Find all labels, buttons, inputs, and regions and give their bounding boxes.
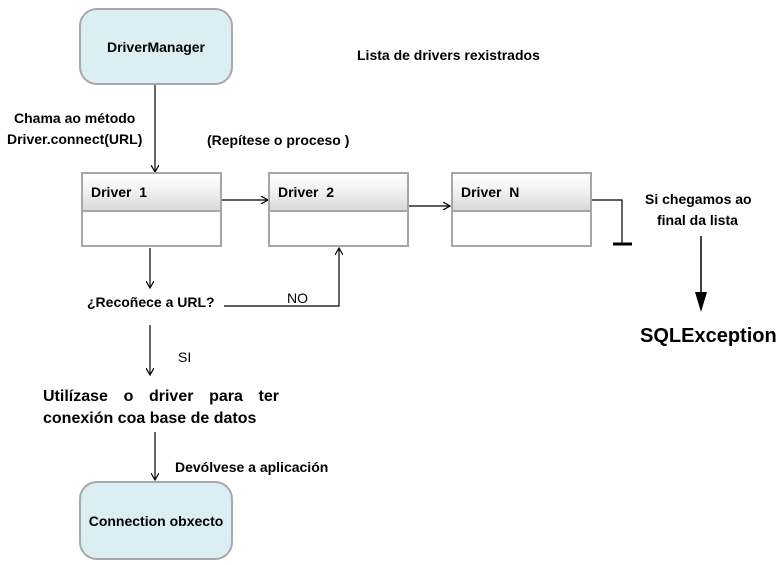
driver-manager-node: DriverManager — [79, 8, 233, 85]
return-label: Devólvese a aplicación — [175, 459, 329, 475]
driver-n-box: Driver N — [451, 172, 592, 247]
driver-n-body — [453, 212, 590, 242]
arrow-to-exception-head — [695, 292, 707, 312]
connection-label: Connection obxecto — [88, 512, 224, 529]
repeat-label: (Repítese o proceso ) — [207, 132, 350, 148]
end-of-list-line1: Si chegamos ao — [645, 191, 752, 207]
driver-1-body — [83, 212, 220, 242]
driver-n-label: Driver N — [453, 174, 590, 212]
call-label-line2: Driver.connect(URL) — [7, 131, 143, 147]
arrow-no-to-driver2 — [224, 248, 339, 307]
connection-node: Connection obxecto — [79, 481, 233, 560]
driver-2-box: Driver 2 — [268, 172, 409, 247]
call-label-line1: Chama ao método — [14, 110, 136, 126]
use-driver-line1: Utilízase o driver para ter — [43, 388, 279, 405]
no-label: NO — [287, 290, 308, 306]
line-drivern-to-end — [591, 199, 623, 244]
exception-label: SQLException — [640, 325, 777, 347]
use-driver-line2: conexión coa base de datos — [43, 410, 257, 427]
driver-2-body — [270, 212, 407, 242]
diagram-title: Lista de drivers rexistrados — [357, 47, 540, 63]
driver-1-label: Driver 1 — [83, 174, 220, 212]
decision-label: ¿Recoñece a URL? — [87, 294, 215, 310]
driver-manager-label: DriverManager — [106, 38, 206, 55]
driver-2-label: Driver 2 — [270, 174, 407, 212]
end-of-list-line2: final da lista — [657, 212, 738, 228]
driver-1-box: Driver 1 — [81, 172, 222, 247]
yes-label: SI — [178, 349, 192, 365]
